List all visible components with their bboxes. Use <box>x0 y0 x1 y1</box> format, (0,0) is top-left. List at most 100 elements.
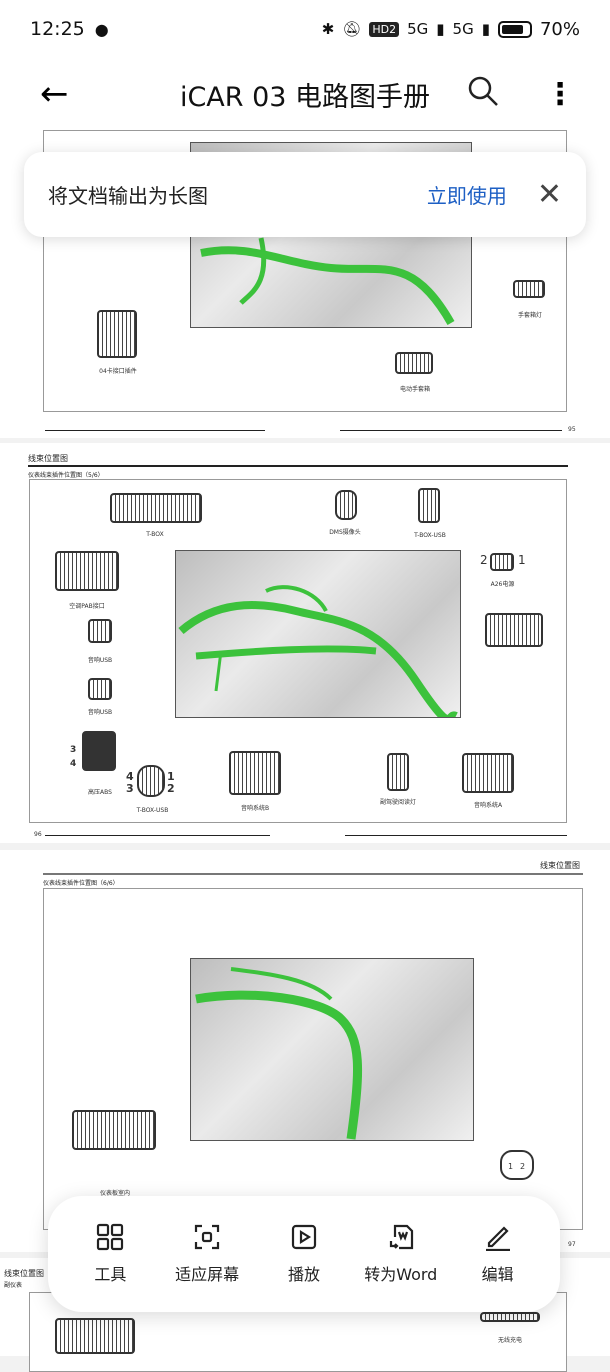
connector-label: 音响系统A <box>473 802 503 809</box>
section-title: 线束位置图 <box>4 1269 44 1278</box>
connector-a26 <box>490 553 514 571</box>
harness-wires <box>178 585 458 717</box>
pin-label: 1 <box>508 1162 514 1171</box>
signal-icon-2: 5G <box>452 20 474 38</box>
pin-label: 2 <box>520 1162 526 1171</box>
tool-label: 转为Word <box>364 1265 438 1284</box>
harness-wires <box>200 237 455 325</box>
harness-photo <box>175 550 461 718</box>
tool-label: 适应屏幕 <box>175 1265 240 1284</box>
pin-label: 1 <box>518 553 526 567</box>
hd-badge: HD2 <box>369 21 400 37</box>
connector-wireless-charger <box>480 1312 540 1322</box>
app-bar: ← iCAR 03 电路图手册 ⋮ <box>0 58 610 130</box>
connector-t-box <box>110 493 202 523</box>
connector-glovebox-motor <box>395 352 433 374</box>
close-icon[interactable]: ✕ <box>536 177 562 212</box>
connector-reading-lamp <box>387 753 409 791</box>
edit-icon <box>485 1226 510 1251</box>
fit-screen-icon <box>195 1224 220 1250</box>
connector-label: 音响系统B <box>240 805 270 812</box>
document-title: iCAR 03 电路图手册 <box>179 81 431 113</box>
page-number: 95 <box>568 426 576 433</box>
use-now-button[interactable]: 立即使用 <box>426 184 507 208</box>
diagram-subtitle: 仪表线束插件位置图（5/6） <box>28 472 104 479</box>
pin-label: 3 <box>70 745 77 755</box>
connector-hv-abs <box>82 731 116 771</box>
signal-bars-icon-2: ▮ <box>481 20 490 38</box>
mute-icon: 🔕︎ <box>342 20 362 38</box>
back-arrow-icon[interactable]: ← <box>40 74 69 114</box>
connector-usb-2 <box>88 678 112 700</box>
play-button[interactable]: 播放 <box>256 1223 351 1285</box>
connector-label: 仪表板室内 <box>99 1190 130 1197</box>
document-page-97: 线束位置图 仪表线束插件位置图（6/6） 仪表板室内 1 2 97 <box>0 850 610 1252</box>
play-icon <box>291 1224 317 1250</box>
battery-level: 70% <box>539 18 580 40</box>
bluetooth-icon: ✱ <box>321 20 335 38</box>
page-number: 96 <box>34 831 42 838</box>
clock: 12:25 <box>30 18 85 40</box>
tool-label: 播放 <box>287 1265 320 1284</box>
convert-word-button[interactable]: 转为Word <box>353 1223 448 1285</box>
connector-instrument-panel <box>72 1110 156 1150</box>
diagram-subtitle: 副仪表 <box>4 1282 23 1289</box>
connector-obd <box>485 613 543 647</box>
fit-screen-button[interactable]: 适应屏幕 <box>160 1223 255 1285</box>
connector-label: 副驾驶阅读灯 <box>379 799 416 806</box>
connector-glovebox-lamp <box>513 280 545 298</box>
tools-button[interactable]: 工具 <box>63 1223 158 1285</box>
connector-label: T-BOX <box>146 531 164 538</box>
connector-label: A26电源 <box>490 581 515 588</box>
pin-label: 4 <box>70 759 77 769</box>
section-title: 线束位置图 <box>28 454 68 463</box>
connector-t-box-usb-2 <box>137 765 165 797</box>
connector-dms-camera <box>335 490 357 520</box>
connector-label: DMS摄像头 <box>329 529 361 536</box>
connector-label: 空调PAB接口 <box>69 603 105 610</box>
connector-label: T-BOX-USB <box>414 532 446 539</box>
pin-label: 3 <box>126 782 134 795</box>
connector-label: 电动手套箱 <box>399 386 430 393</box>
tool-label: 工具 <box>94 1265 127 1284</box>
banner-text: 将文档输出为长图 <box>48 184 208 208</box>
connector-audio-b <box>229 751 281 795</box>
section-title: 线束位置图 <box>540 861 580 870</box>
connector-audio-a <box>462 753 514 793</box>
connector-label: 手套箱灯 <box>517 312 542 319</box>
pin-label: 4 <box>126 770 134 783</box>
pin-label: 2 <box>480 553 488 567</box>
signal-icon: 5G <box>407 20 429 38</box>
connector-ac <box>55 551 119 591</box>
connector-t-box-usb <box>418 488 440 523</box>
grid-icon <box>97 1223 124 1251</box>
pin-label: 2 <box>167 782 175 795</box>
connector-sim-card <box>97 310 137 358</box>
tool-label: 编辑 <box>481 1265 514 1284</box>
harness-wires <box>195 967 363 1140</box>
status-bar: 12:25 ● ✱ 🔕︎ HD2 5G ▮ 5G ▮ 70% <box>0 0 610 58</box>
connector-usb-1 <box>88 619 112 643</box>
connector-label: 无线充电 <box>497 1337 522 1344</box>
signal-bars-icon: ▮ <box>436 20 445 38</box>
connector-label: 音响USB <box>87 657 113 664</box>
connector-label: 音响USB <box>87 709 113 716</box>
connector-two-pin <box>500 1150 534 1180</box>
diagram-subtitle: 仪表线束插件位置图（6/6） <box>43 880 119 887</box>
edit-button[interactable]: 编辑 <box>450 1223 545 1285</box>
battery-icon <box>497 20 532 38</box>
pin-label: 1 <box>167 770 175 783</box>
connector-label: 高压ABS <box>88 789 112 796</box>
page-number: 97 <box>568 1241 576 1248</box>
harness-photo <box>190 958 474 1141</box>
more-options-icon[interactable]: ⋮ <box>545 76 575 112</box>
connector-label: T-BOX-USB <box>136 807 169 814</box>
convert-word-icon <box>389 1224 413 1250</box>
search-icon[interactable] <box>466 74 500 112</box>
export-long-image-banner: 将文档输出为长图 立即使用 ✕ <box>24 152 586 237</box>
notification-icon: ● <box>94 19 109 39</box>
connector-console <box>55 1318 135 1354</box>
connector-label: 04卡接口插件 <box>99 368 137 375</box>
document-page-96: 线束位置图 仪表线束插件位置图（5/6） T-BOX DMS摄像头 T-BOX-… <box>0 443 610 843</box>
bottom-toolbar: 工具 适应屏幕 播放 转为Word 编辑 <box>48 1196 560 1312</box>
